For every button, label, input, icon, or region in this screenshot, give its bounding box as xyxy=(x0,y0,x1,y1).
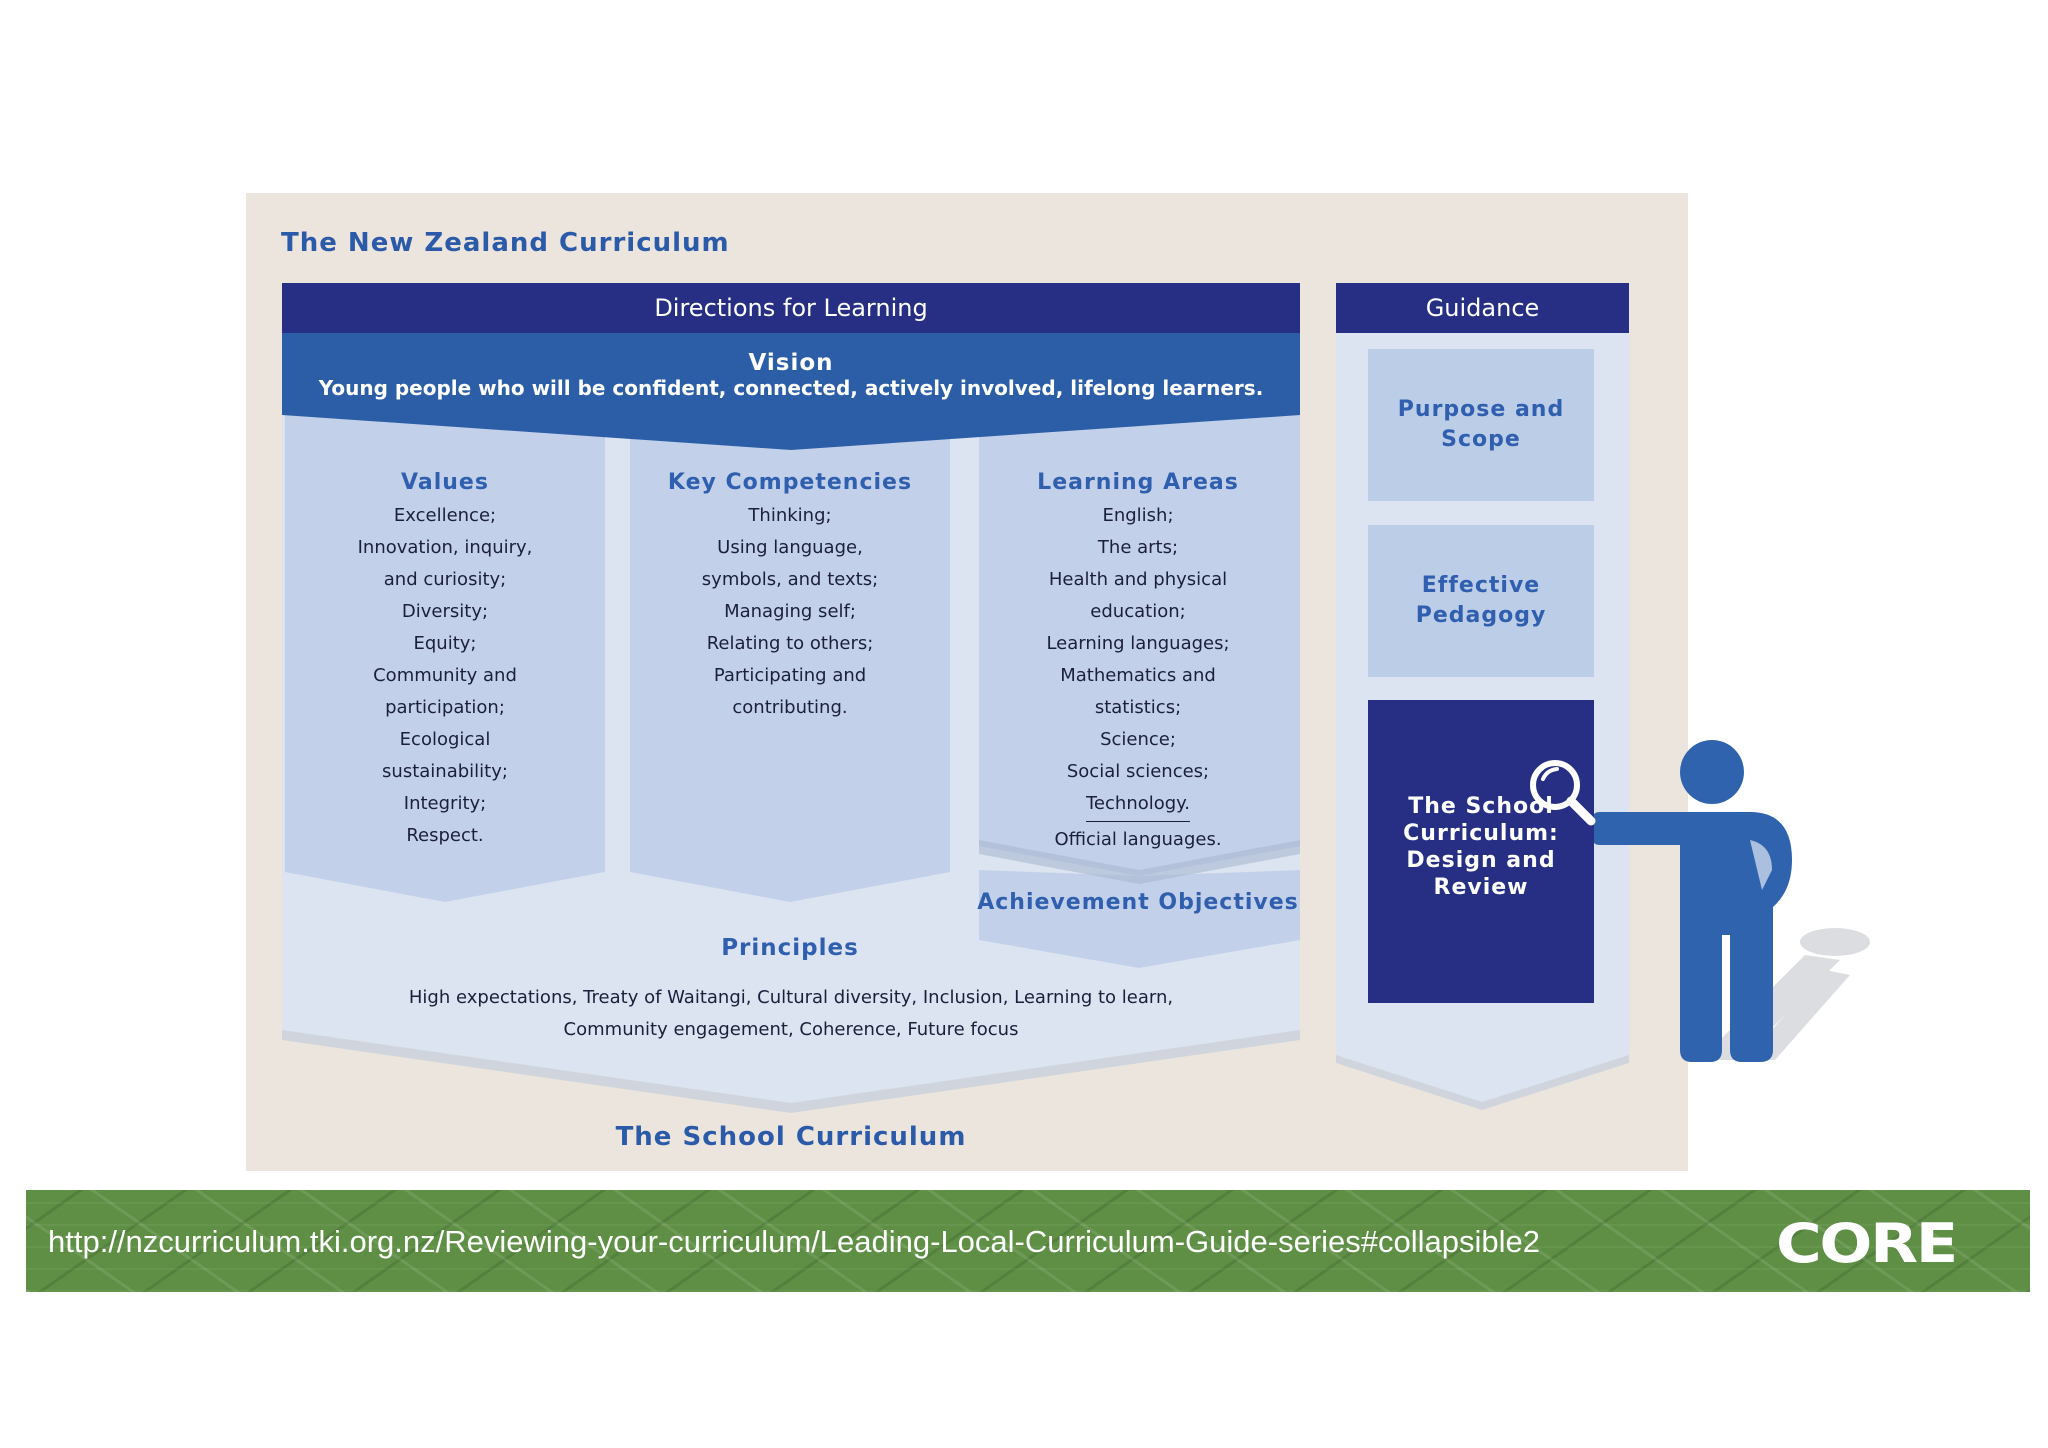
list-item: Diversity; xyxy=(401,601,489,622)
guidance-header: Guidance xyxy=(1336,283,1629,333)
list-item: Using language, xyxy=(717,537,863,558)
list-item: sustainability; xyxy=(382,761,508,782)
core-logo-text: CORE xyxy=(1776,1212,1956,1272)
list-item: Participating and xyxy=(713,665,867,686)
list-item: Equity; xyxy=(413,633,477,654)
magnifier-icon xyxy=(1530,760,1596,826)
list-item: Community and xyxy=(373,665,517,686)
values-arrow xyxy=(285,415,605,902)
list-item: symbols, and texts; xyxy=(701,569,879,590)
achievement-objectives-arrow xyxy=(979,870,1300,968)
footer-url-link[interactable]: http://nzcurriculum.tki.org.nz/Reviewing… xyxy=(48,1224,1541,1259)
list-item: Social sciences; xyxy=(1066,761,1210,782)
list-item: contributing. xyxy=(732,697,848,718)
list-item: Integrity; xyxy=(403,793,487,814)
list-item: Ecological xyxy=(399,729,491,750)
principles-title: Principles xyxy=(721,935,859,961)
values-list: Excellence; Innovation, inquiry, and cur… xyxy=(285,500,605,852)
list-item: and curiosity; xyxy=(383,569,507,590)
principles-text: High expectations, Treaty of Waitangi, C… xyxy=(282,982,1300,1046)
vision-text: Young people who will be confident, conn… xyxy=(318,376,1264,400)
list-item: statistics; xyxy=(1094,697,1182,718)
person-figure-icon xyxy=(1592,740,1792,1062)
list-item: Respect. xyxy=(406,825,484,846)
core-logo: CORE xyxy=(1776,1212,1956,1272)
list-item: Managing self; xyxy=(724,601,856,622)
vision-title: Vision xyxy=(748,350,834,376)
design-and-review-label: The School Curriculum: Design and Review xyxy=(1403,793,1559,900)
list-item: Science; xyxy=(1100,729,1176,750)
footer-banner xyxy=(26,1190,2030,1292)
key-competencies-title: Key Competencies xyxy=(667,470,913,495)
list-item: English; xyxy=(1102,505,1174,526)
effective-pedagogy-label: Effective Pedagogy xyxy=(1415,573,1547,628)
design-and-review-box: The School Curriculum: Design and Review xyxy=(1368,700,1594,1003)
school-curriculum-label: The School Curriculum xyxy=(615,1122,967,1152)
list-item: Learning languages; xyxy=(1046,633,1230,654)
purpose-and-scope-box: Purpose and Scope xyxy=(1368,349,1594,501)
effective-pedagogy-box: Effective Pedagogy xyxy=(1368,525,1594,677)
list-item: Thinking; xyxy=(748,505,832,526)
list-item: Relating to others; xyxy=(706,633,874,654)
list-item: Official languages. xyxy=(1054,829,1222,850)
key-competencies-arrow xyxy=(630,415,950,902)
learning-areas-title: Learning Areas xyxy=(1037,470,1239,495)
list-item: Mathematics and xyxy=(1060,665,1216,686)
list-item: participation; xyxy=(385,697,505,718)
directions-for-learning-header: Directions for Learning xyxy=(282,283,1300,333)
figure-shadow xyxy=(1700,928,1870,1060)
key-competencies-list: Thinking; Using language, symbols, and t… xyxy=(630,500,950,724)
achievement-objectives-label: Achievement Objectives xyxy=(977,890,1299,915)
list-item: education; xyxy=(1090,601,1186,622)
list-item: Technology. xyxy=(1086,793,1190,814)
values-title: Values xyxy=(401,470,489,495)
purpose-and-scope-label: Purpose and Scope xyxy=(1397,397,1565,452)
vision-banner xyxy=(282,333,1300,450)
list-item: Excellence; xyxy=(393,505,497,526)
learning-areas-list: English; The arts; Health and physical e… xyxy=(976,500,1300,856)
learning-areas-arrow xyxy=(979,415,1300,876)
diagram-title: The New Zealand Curriculum xyxy=(281,228,730,258)
list-item: Innovation, inquiry, xyxy=(357,537,533,558)
principles-line: High expectations, Treaty of Waitangi, C… xyxy=(408,987,1174,1040)
list-item: Health and physical xyxy=(1048,569,1228,590)
list-item: The arts; xyxy=(1097,537,1179,558)
